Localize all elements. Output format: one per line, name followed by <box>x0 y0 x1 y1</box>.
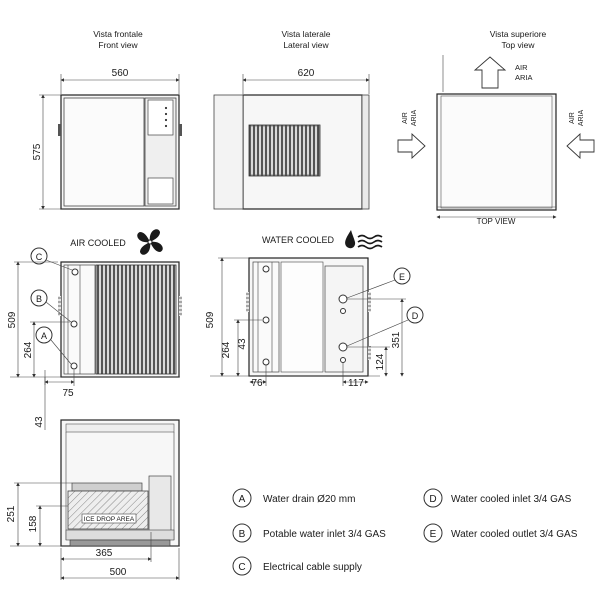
top-view-title-en: Top view <box>501 40 535 50</box>
bottom-compressor-housing <box>148 475 172 533</box>
legend-item-c: C Electrical cable supply <box>232 556 362 576</box>
air-cooled-potable-water-fitting <box>70 320 78 328</box>
legend-text-e: Water cooled outlet 3/4 GAS <box>451 529 578 540</box>
lateral-view-title-it: Vista laterale <box>282 29 331 39</box>
fan-icon <box>137 229 163 255</box>
ice-drop-area-label: ICE DROP AREA <box>84 516 135 523</box>
water-drop-icon <box>345 230 383 250</box>
water-cooled-124-label: 124 <box>375 353 386 370</box>
svg-text:E: E <box>399 272 405 282</box>
air-cooled-drain-fitting <box>70 362 78 370</box>
lateral-side-grille <box>248 124 321 177</box>
legend-text-b: Potable water inlet 3/4 GAS <box>263 529 386 540</box>
top-air-label: AIR <box>515 63 528 72</box>
marker-a <box>35 326 53 344</box>
front-view-title-it: Vista frontale <box>93 29 143 39</box>
air-cooled-height-label: 509 <box>7 311 18 328</box>
marker-e <box>393 267 411 285</box>
legend-text-d: Water cooled inlet 3/4 GAS <box>451 494 572 505</box>
bottom-251-label: 251 <box>6 505 17 522</box>
legend-item-d: D Water cooled inlet 3/4 GAS <box>423 488 572 508</box>
lateral-view-title-en: Lateral view <box>283 40 329 50</box>
top-air-out-arrow-icon <box>473 56 507 89</box>
top-right-aria-label: ARIA <box>578 110 585 127</box>
lateral-front-door-edge <box>213 94 244 210</box>
water-cooled-height-label: 509 <box>205 311 216 328</box>
top-aria-label: ARIA <box>515 73 533 82</box>
front-height-label: 575 <box>32 143 43 160</box>
bottom-section-view: ICE DROP AREA 251 158 365 500 <box>6 419 180 580</box>
svg-text:D: D <box>412 311 419 321</box>
front-width-label: 560 <box>112 68 129 79</box>
front-control-panel <box>147 99 174 136</box>
air-cooled-view: AIR COOLED C B A <box>7 229 182 430</box>
top-left-aria-label: ARIA <box>411 110 418 127</box>
svg-text:E: E <box>430 529 437 540</box>
marker-c <box>30 247 48 265</box>
svg-text:A: A <box>239 494 246 505</box>
top-view-label: TOP VIEW <box>477 217 516 226</box>
legend-text-a: Water drain Ø20 mm <box>263 494 355 505</box>
top-view-title-it: Vista superiore <box>490 29 547 39</box>
svg-text:C: C <box>238 562 245 573</box>
water-cooled-43-label: 43 <box>237 338 248 350</box>
top-right-air-label: AIR <box>569 112 576 124</box>
air-cooled-title: AIR COOLED <box>70 238 126 248</box>
water-cooled-title: WATER COOLED <box>262 235 335 245</box>
legend-item-e: E Water cooled outlet 3/4 GAS <box>423 523 578 543</box>
air-cooled-43-label: 43 <box>34 416 45 428</box>
air-cooled-condenser <box>95 264 177 375</box>
front-door-panel <box>63 97 145 207</box>
legend: A Water drain Ø20 mm B Potable water inl… <box>232 488 578 576</box>
bottom-evaporator <box>71 482 143 492</box>
svg-text:B: B <box>239 529 246 540</box>
bottom-365-label: 365 <box>96 548 113 559</box>
top-view: Vista superiore Top view AIR ARIA AIR AR… <box>397 29 595 226</box>
water-cooled-76-label: 76 <box>251 378 263 389</box>
water-cooled-117-label: 117 <box>348 378 364 389</box>
svg-text:D: D <box>429 494 436 505</box>
water-cooled-inlet-fitting <box>338 342 348 352</box>
svg-text:B: B <box>36 294 42 304</box>
bottom-158-label: 158 <box>28 515 39 532</box>
air-cooled-75-label: 75 <box>62 388 74 399</box>
bottom-base <box>69 539 171 547</box>
legend-item-a: A Water drain Ø20 mm <box>232 488 355 508</box>
marker-b <box>30 289 48 307</box>
top-air-in-left-arrow-icon <box>397 132 426 160</box>
lateral-width-label: 620 <box>298 68 315 79</box>
lateral-rear-panel <box>361 94 370 210</box>
marker-d <box>406 306 424 324</box>
front-view: Vista frontale Front view 560 575 <box>32 29 182 210</box>
water-cooled-351-label: 351 <box>391 331 402 348</box>
front-indicator-leds <box>164 106 168 128</box>
bottom-500-label: 500 <box>110 567 127 578</box>
svg-text:C: C <box>36 252 43 262</box>
lateral-view: Vista laterale Lateral view 620 <box>213 29 370 210</box>
legend-text-c: Electrical cable supply <box>263 562 362 573</box>
air-cooled-264-label: 264 <box>23 341 34 358</box>
water-cooled-outlet-fitting <box>338 294 348 304</box>
svg-text:A: A <box>41 331 47 341</box>
air-cooled-electrical-fitting <box>71 268 79 276</box>
water-cooled-view: WATER COOLED E D 509 <box>205 230 424 389</box>
top-left-air-label: AIR <box>402 112 409 124</box>
front-view-title-en: Front view <box>98 40 138 50</box>
top-air-in-right-arrow-icon <box>566 132 595 160</box>
front-lower-grille <box>147 177 174 205</box>
legend-item-b: B Potable water inlet 3/4 GAS <box>232 523 386 543</box>
water-cooled-264-label: 264 <box>221 341 232 358</box>
